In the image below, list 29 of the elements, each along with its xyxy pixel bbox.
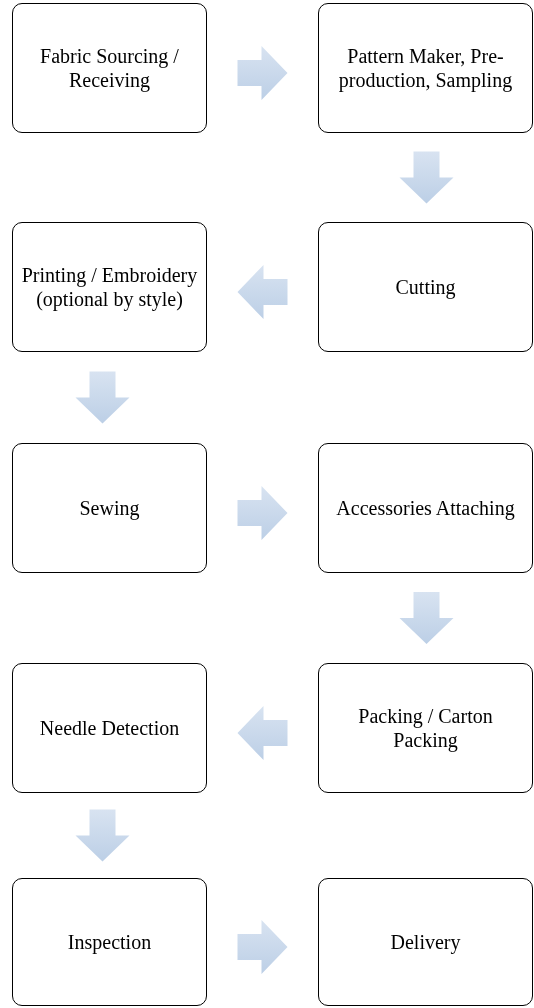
process-box — [318, 663, 533, 793]
block-arrow — [399, 151, 454, 204]
step-label: Printing / Embroidery (optional by style) — [20, 263, 199, 311]
process-box — [12, 222, 207, 352]
process-box — [12, 3, 207, 133]
step-label: Cutting — [395, 275, 456, 299]
process-box — [318, 878, 533, 1006]
block-arrow — [75, 371, 130, 424]
block-arrow — [237, 706, 288, 760]
step-label: Delivery — [390, 930, 461, 954]
step-label: Sewing — [79, 496, 140, 520]
block-arrow — [237, 46, 288, 100]
step-label: Needle Detection — [39, 716, 180, 740]
block-arrow — [237, 265, 288, 319]
step-label: Inspection — [67, 930, 152, 954]
block-arrow — [237, 486, 288, 540]
process-box — [12, 663, 207, 793]
process-box — [318, 3, 533, 133]
process-box — [318, 222, 533, 352]
process-box — [12, 878, 207, 1006]
block-arrow — [399, 592, 454, 644]
step-label: Pattern Maker, Pre-production, Sampling — [337, 44, 514, 92]
block-arrow — [75, 809, 130, 862]
block-arrow — [237, 920, 288, 974]
process-box — [12, 443, 207, 573]
step-label: Accessories Attaching — [336, 496, 515, 520]
step-label: Fabric Sourcing / Receiving — [39, 44, 180, 92]
step-label: Packing / Carton Packing — [357, 704, 494, 752]
process-box — [318, 443, 533, 573]
